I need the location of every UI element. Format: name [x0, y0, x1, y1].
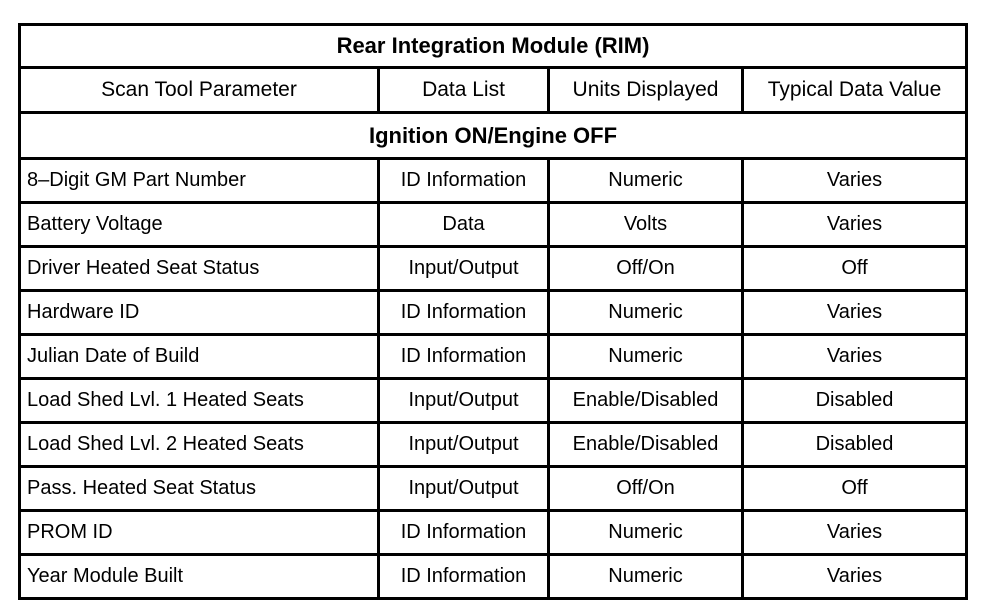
cell-data-list: ID Information — [377, 553, 550, 600]
cell-typical-value: Varies — [740, 201, 969, 248]
table-row: Battery Voltage Data Volts Varies — [18, 201, 969, 248]
cell-units: Enable/Disabled — [547, 421, 744, 468]
cell-typical-value: Varies — [740, 509, 969, 556]
cell-data-list: Data — [377, 201, 550, 248]
cell-parameter: Year Module Built — [18, 553, 380, 600]
column-header-row: Scan Tool Parameter Data List Units Disp… — [18, 66, 969, 114]
cell-typical-value: Varies — [740, 157, 969, 204]
cell-typical-value: Disabled — [740, 421, 969, 468]
table-title: Rear Integration Module (RIM) — [17, 23, 969, 69]
cell-parameter: PROM ID — [18, 509, 380, 556]
cell-data-list: Input/Output — [377, 465, 550, 512]
cell-data-list: ID Information — [377, 289, 550, 336]
table-title-row: Rear Integration Module (RIM) — [17, 23, 969, 69]
cell-parameter: Load Shed Lvl. 1 Heated Seats — [18, 377, 380, 424]
cell-data-list: ID Information — [377, 509, 550, 556]
section-header-row: Ignition ON/Engine OFF — [17, 111, 969, 160]
cell-parameter: 8–Digit GM Part Number — [18, 157, 380, 204]
cell-parameter: Hardware ID — [18, 289, 380, 336]
cell-data-list: ID Information — [377, 333, 550, 380]
cell-data-list: Input/Output — [377, 245, 550, 292]
column-header-typical-data-value: Typical Data Value — [740, 66, 969, 114]
table-row: Load Shed Lvl. 1 Heated Seats Input/Outp… — [18, 377, 969, 424]
cell-units: Numeric — [547, 157, 744, 204]
cell-data-list: Input/Output — [377, 421, 550, 468]
table-row: Year Module Built ID Information Numeric… — [18, 553, 969, 600]
spec-table-container: Rear Integration Module (RIM) Scan Tool … — [17, 23, 969, 600]
cell-units: Numeric — [547, 509, 744, 556]
table-row: PROM ID ID Information Numeric Varies — [18, 509, 969, 556]
table-row: Julian Date of Build ID Information Nume… — [18, 333, 969, 380]
table-row: Hardware ID ID Information Numeric Varie… — [18, 289, 969, 336]
cell-data-list: Input/Output — [377, 377, 550, 424]
cell-units: Off/On — [547, 465, 744, 512]
table-row: Driver Heated Seat Status Input/Output O… — [18, 245, 969, 292]
column-header-units-displayed: Units Displayed — [547, 66, 744, 114]
cell-typical-value: Varies — [740, 333, 969, 380]
cell-typical-value: Off — [740, 465, 969, 512]
table-row: 8–Digit GM Part Number ID Information Nu… — [18, 157, 969, 204]
cell-units: Volts — [547, 201, 744, 248]
cell-units: Off/On — [547, 245, 744, 292]
cell-parameter: Battery Voltage — [18, 201, 380, 248]
cell-parameter: Julian Date of Build — [18, 333, 380, 380]
cell-units: Numeric — [547, 553, 744, 600]
cell-units: Enable/Disabled — [547, 377, 744, 424]
scan-tool-parameter-table: Rear Integration Module (RIM) Scan Tool … — [17, 23, 969, 600]
table-row: Load Shed Lvl. 2 Heated Seats Input/Outp… — [18, 421, 969, 468]
cell-typical-value: Off — [740, 245, 969, 292]
cell-typical-value: Varies — [740, 553, 969, 600]
cell-units: Numeric — [547, 289, 744, 336]
cell-parameter: Load Shed Lvl. 2 Heated Seats — [18, 421, 380, 468]
cell-data-list: ID Information — [377, 157, 550, 204]
cell-typical-value: Varies — [740, 289, 969, 336]
cell-units: Numeric — [547, 333, 744, 380]
table-row: Pass. Heated Seat Status Input/Output Of… — [18, 465, 969, 512]
column-header-scan-tool-parameter: Scan Tool Parameter — [18, 66, 380, 114]
section-header-ignition-on-engine-off: Ignition ON/Engine OFF — [17, 111, 969, 160]
cell-parameter: Driver Heated Seat Status — [18, 245, 380, 292]
cell-parameter: Pass. Heated Seat Status — [18, 465, 380, 512]
column-header-data-list: Data List — [377, 66, 550, 114]
cell-typical-value: Disabled — [740, 377, 969, 424]
table-body: Rear Integration Module (RIM) Scan Tool … — [17, 23, 969, 600]
